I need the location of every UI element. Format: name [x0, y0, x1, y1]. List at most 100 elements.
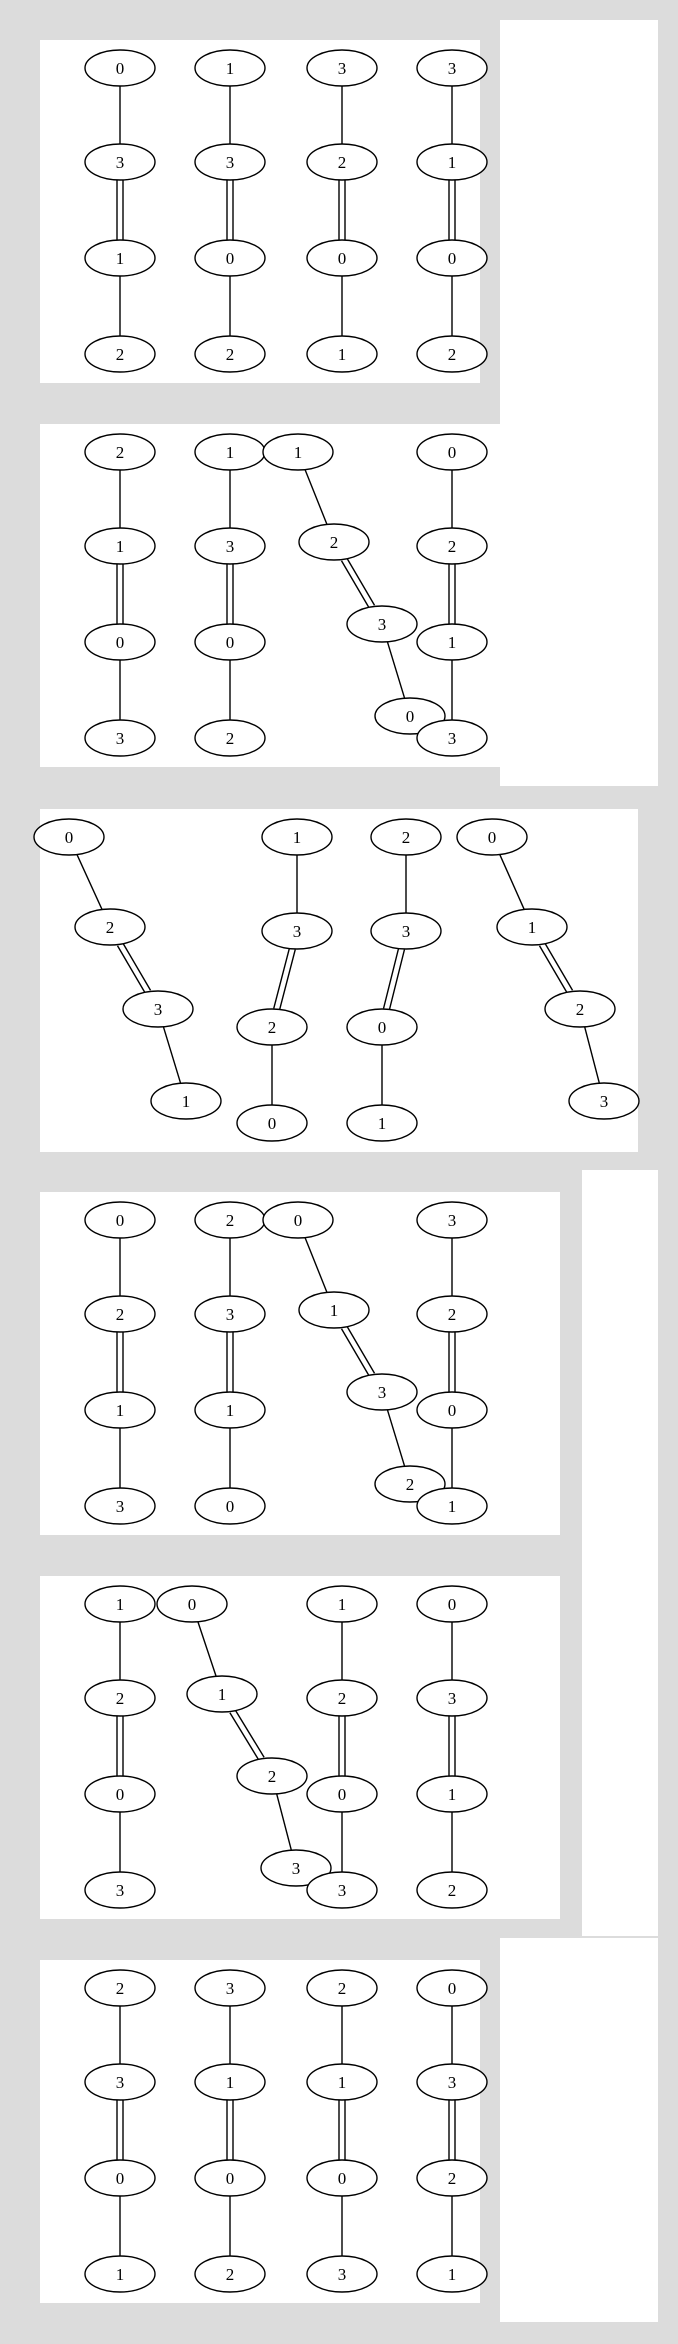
node-label: 1	[182, 1092, 191, 1111]
edge-2-1	[116, 1332, 124, 1392]
node-label: 0	[268, 1114, 277, 1133]
node-label: 3	[338, 1881, 347, 1900]
edge-2-3	[583, 1026, 601, 1084]
node: 3	[122, 990, 194, 1028]
node-label: 0	[406, 707, 415, 726]
node: 0	[346, 1008, 418, 1046]
edge-1-2	[304, 469, 328, 525]
node-label: 2	[402, 828, 411, 847]
node: 3	[84, 719, 156, 757]
node-label: 0	[448, 1595, 457, 1614]
node: 3	[346, 1373, 418, 1411]
node-label: 1	[116, 1401, 125, 1420]
edge-1-0	[116, 564, 124, 624]
node: 3	[84, 1871, 156, 1909]
node: 1	[194, 1391, 266, 1429]
node: 0	[456, 818, 528, 856]
node: 0	[84, 1201, 156, 1239]
node: 3	[84, 2063, 156, 2101]
node: 2	[370, 818, 442, 856]
node: 1	[298, 1291, 370, 1329]
node: 0	[84, 623, 156, 661]
node: 2	[416, 2159, 488, 2197]
node-label: 3	[378, 1383, 387, 1402]
node-label: 3	[600, 1092, 609, 1111]
node: 2	[194, 335, 266, 373]
node-label: 3	[378, 615, 387, 634]
node-label: 0	[226, 633, 235, 652]
node-label: 2	[448, 1305, 457, 1324]
node-label: 2	[268, 1018, 277, 1037]
node-label: 1	[338, 345, 347, 364]
node-label: 3	[292, 1859, 301, 1878]
node-label: 0	[226, 1497, 235, 1516]
node: 0	[306, 2159, 378, 2197]
node: 1	[84, 1585, 156, 1623]
node-label: 0	[226, 2169, 235, 2188]
node: 3	[306, 1871, 378, 1909]
node-label: 0	[448, 1979, 457, 1998]
node: 1	[416, 1775, 488, 1813]
node-label: 1	[338, 1595, 347, 1614]
node-label: 1	[226, 2073, 235, 2092]
edge-3-2	[448, 2100, 456, 2160]
node-label: 1	[528, 918, 537, 937]
node: 1	[84, 239, 156, 277]
node: 2	[298, 523, 370, 561]
node-label: 0	[116, 59, 125, 78]
node: 0	[416, 1969, 488, 2007]
node: 1	[346, 1104, 418, 1142]
edge-0-1	[304, 1237, 328, 1293]
node-label: 1	[330, 1301, 339, 1320]
node: 3	[261, 912, 333, 950]
node: 1	[194, 433, 266, 471]
node-label: 3	[116, 1881, 125, 1900]
edge-1-0	[448, 180, 456, 240]
node-label: 3	[116, 2073, 125, 2092]
node: 3	[416, 1201, 488, 1239]
node-label: 3	[226, 537, 235, 556]
node-label: 3	[448, 729, 457, 748]
node: 0	[262, 1201, 334, 1239]
node: 2	[194, 719, 266, 757]
node: 3	[416, 49, 488, 87]
node-label: 1	[226, 1401, 235, 1420]
edge-3-0	[382, 947, 406, 1011]
node: 2	[74, 908, 146, 946]
node: 2	[194, 1201, 266, 1239]
node: 2	[306, 1969, 378, 2007]
node: 2	[84, 1295, 156, 1333]
edge-1-2	[538, 942, 574, 994]
node-label: 3	[226, 1979, 235, 1998]
node-label: 2	[116, 345, 125, 364]
edge-2-1	[448, 564, 456, 624]
node-label: 2	[338, 1689, 347, 1708]
node-label: 2	[116, 1979, 125, 1998]
node-label: 0	[226, 249, 235, 268]
node-label: 2	[116, 443, 125, 462]
node-label: 1	[448, 153, 457, 172]
edge-3-1	[162, 1026, 182, 1084]
edge-1-2	[229, 1709, 265, 1761]
node-label: 0	[188, 1595, 197, 1614]
node: 0	[194, 2159, 266, 2197]
node: 0	[236, 1104, 308, 1142]
edge-2-0	[338, 1716, 346, 1776]
node: 1	[84, 1391, 156, 1429]
node-label: 2	[226, 2265, 235, 2284]
